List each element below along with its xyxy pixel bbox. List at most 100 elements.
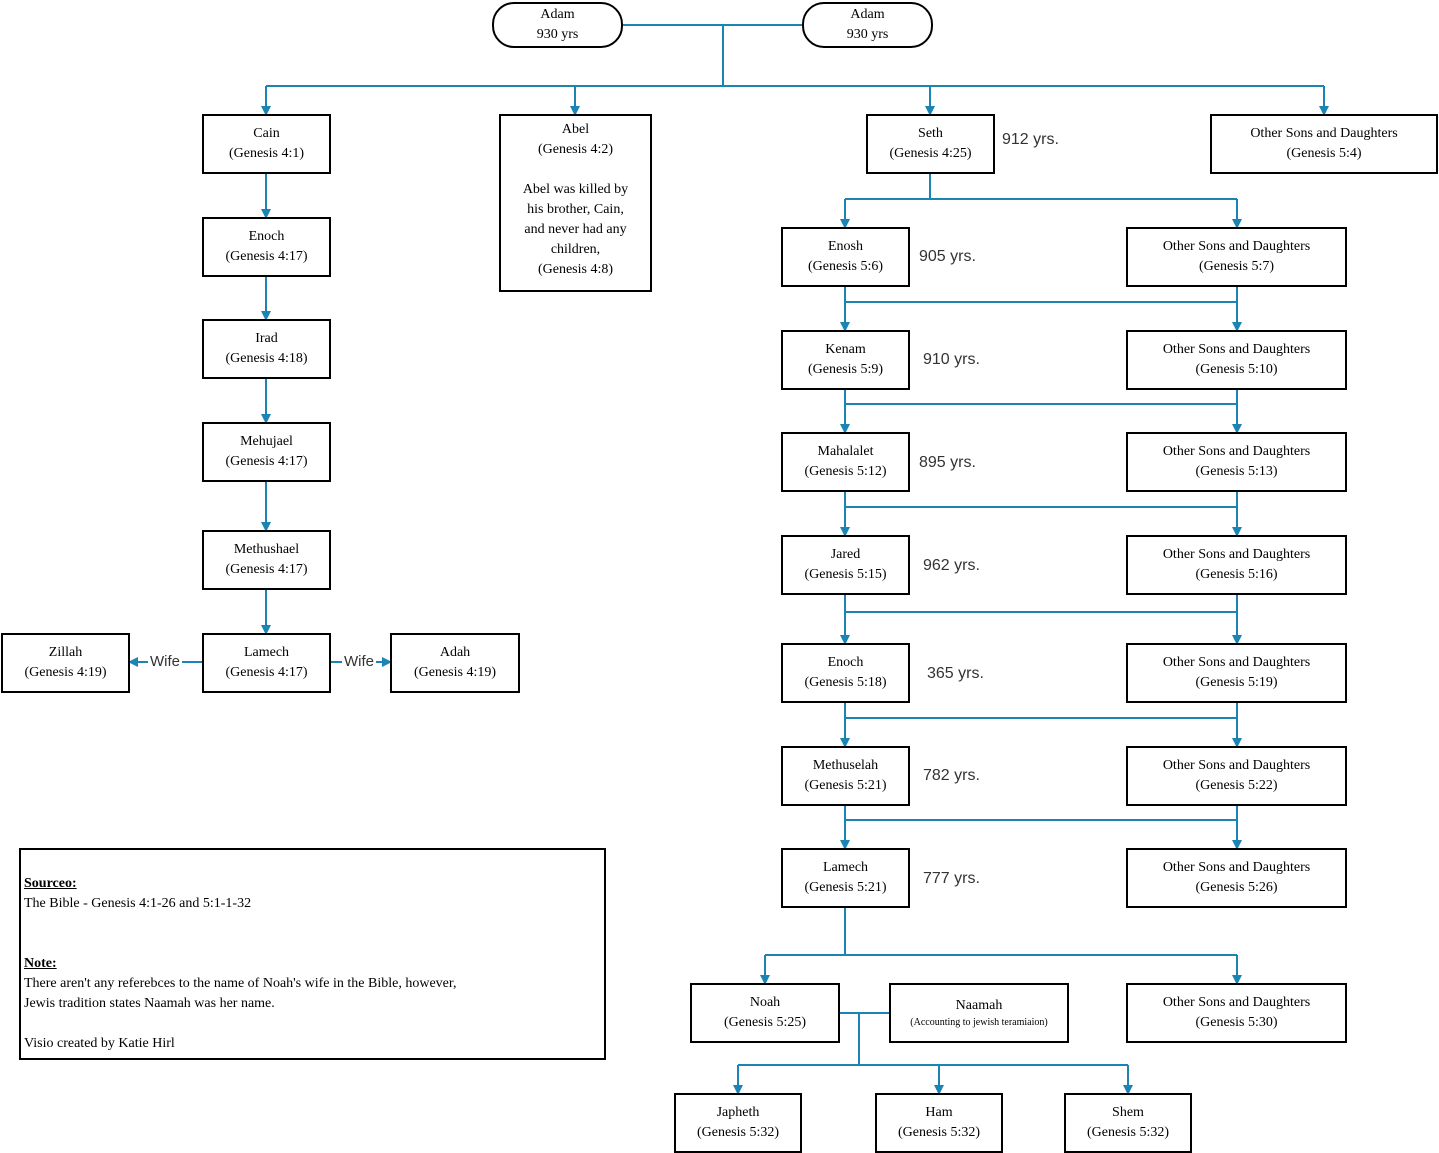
noah-node: Noah (Genesis 5:25) <box>690 983 840 1043</box>
node-name: Shem <box>1112 1105 1144 1120</box>
node-ref: (Genesis 5:10) <box>1195 362 1278 377</box>
cain-node: Cain (Genesis 4:1) <box>202 114 331 174</box>
node-name: Irad <box>255 331 278 346</box>
abel-note-line: children, <box>550 242 601 257</box>
other-sons-daughters-node: Other Sons and Daughters (Genesis 5:10) <box>1126 330 1347 390</box>
jared-node: Jared (Genesis 5:15) <box>781 535 910 595</box>
adam-node-right: Adam 930 yrs <box>802 2 933 48</box>
ham-node: Ham (Genesis 5:32) <box>875 1093 1003 1153</box>
other-sons-daughters-node: Other Sons and Daughters (Genesis 5:26) <box>1126 848 1347 908</box>
node-ref: (Genesis 4:19) <box>24 665 107 680</box>
node-ref: (Genesis 5:22) <box>1195 778 1278 793</box>
node-ref: (Genesis 5:21) <box>804 778 887 793</box>
node-ref: (Genesis 5:6) <box>807 259 884 274</box>
node-name: Mahalalet <box>817 444 874 459</box>
shem-node: Shem (Genesis 5:32) <box>1064 1093 1192 1153</box>
lamech-seth-years: 777 yrs. <box>923 870 980 887</box>
node-ref: (Genesis 5:7) <box>1198 259 1275 274</box>
seth-years: 912 yrs. <box>1002 131 1059 148</box>
node-ref: (Genesis 4:17) <box>225 454 308 469</box>
node-name: Other Sons and Daughters <box>1162 444 1311 459</box>
japheth-node: Japheth (Genesis 5:32) <box>674 1093 802 1153</box>
node-name: Mehujael <box>240 434 293 449</box>
mehujael-node: Mehujael (Genesis 4:17) <box>202 422 331 482</box>
node-name: Other Sons and Daughters <box>1162 655 1311 670</box>
node-name: Cain <box>253 126 280 141</box>
node-ref: (Genesis 4:17) <box>225 665 308 680</box>
other-sons-daughters-node: Other Sons and Daughters (Genesis 5:22) <box>1126 746 1347 806</box>
methushael-node: Methushael (Genesis 4:17) <box>202 530 331 590</box>
enosh-node: Enosh (Genesis 5:6) <box>781 227 910 287</box>
source-notes-box: Sourceo: The Bible - Genesis 4:1-26 and … <box>19 848 606 1060</box>
node-ref: (Genesis 4:2) <box>537 142 614 157</box>
node-name: Lamech <box>822 860 869 875</box>
node-name: Kenam <box>825 342 866 357</box>
node-ref: (Genesis 4:19) <box>413 665 497 680</box>
kenam-years: 910 yrs. <box>923 351 980 368</box>
node-ref: (Genesis 4:25) <box>889 146 972 161</box>
node-name: Other Sons and Daughters <box>1250 126 1398 141</box>
node-name: Noah <box>749 995 781 1010</box>
enoch-cain-node: Enoch (Genesis 4:17) <box>202 217 331 277</box>
other-sons-daughters-node: Other Sons and Daughters (Genesis 5:7) <box>1126 227 1347 287</box>
node-name: Lamech <box>243 645 290 660</box>
node-ref: (Genesis 4:18) <box>225 351 308 366</box>
node-name: Naamah <box>955 998 1003 1013</box>
node-ref: (Genesis 5:32) <box>1086 1125 1170 1140</box>
irad-node: Irad (Genesis 4:18) <box>202 319 331 379</box>
node-name: Enoch <box>827 655 864 670</box>
note-line: There aren't any referebces to the name … <box>24 976 457 991</box>
wife-label-right: Wife <box>342 653 376 671</box>
abel-note-line: Abel was killed by <box>522 182 629 197</box>
node-name: Other Sons and Daughters <box>1162 342 1311 357</box>
node-name: Abel <box>561 122 590 137</box>
adah-node: Adah (Genesis 4:19) <box>390 633 520 693</box>
node-ref: (Genesis 5:18) <box>804 675 887 690</box>
node-ref: (Genesis 4:17) <box>225 562 308 577</box>
node-name: Other Sons and Daughters <box>1162 860 1311 875</box>
node-ref: (Genesis 5:4) <box>1286 146 1362 161</box>
node-ref: (Genesis 5:12) <box>804 464 887 479</box>
node-ref: (Genesis 5:13) <box>1195 464 1278 479</box>
credit-text: Visio created by Katie Hirl <box>24 1036 175 1051</box>
node-name: Adam <box>540 7 575 22</box>
source-header: Sourceo: <box>24 876 77 891</box>
node-name: Other Sons and Daughters <box>1162 758 1311 773</box>
node-name: Methuselah <box>812 758 879 773</box>
node-name: Adah <box>439 645 471 660</box>
other-sons-daughters-node: Other Sons and Daughters (Genesis 5:19) <box>1126 643 1347 703</box>
node-ref: (Genesis 4:1) <box>228 146 305 161</box>
node-years: 930 yrs <box>536 27 579 42</box>
node-ref: (Genesis 5:32) <box>696 1125 780 1140</box>
node-ref: (Genesis 5:15) <box>804 567 887 582</box>
node-name: Other Sons and Daughters <box>1162 995 1311 1010</box>
kenam-node: Kenam (Genesis 5:9) <box>781 330 910 390</box>
node-ref: (Genesis 5:26) <box>1195 880 1278 895</box>
node-ref: (Genesis 5:19) <box>1195 675 1278 690</box>
node-ref: (Genesis 5:25) <box>723 1015 807 1030</box>
node-name: Methushael <box>233 542 300 557</box>
note-header: Note: <box>24 956 57 971</box>
node-note: (Accounting to jewish teramiaion) <box>910 1017 1048 1028</box>
source-text: The Bible - Genesis 4:1-26 and 5:1-1-32 <box>24 896 252 911</box>
node-name: Jared <box>830 547 861 562</box>
naamah-node: Naamah (Accounting to jewish teramiaion) <box>889 983 1069 1043</box>
enoch-seth-years: 365 yrs. <box>927 665 984 682</box>
lamech-cain-node: Lamech (Genesis 4:17) <box>202 633 331 693</box>
node-name: Japheth <box>716 1105 760 1120</box>
node-ref: (Genesis 5:16) <box>1195 567 1278 582</box>
node-name: Enosh <box>828 239 863 254</box>
node-name: Enoch <box>248 229 285 244</box>
node-ref: (Genesis 5:30) <box>1195 1015 1278 1030</box>
node-ref: (Genesis 4:17) <box>225 249 308 264</box>
seth-node: Seth (Genesis 4:25) <box>866 114 995 174</box>
methuselah-node: Methuselah (Genesis 5:21) <box>781 746 910 806</box>
node-name: Other Sons and Daughters <box>1162 239 1311 254</box>
other-sons-daughters-node: Other Sons and Daughters (Genesis 5:30) <box>1126 983 1347 1043</box>
jared-years: 962 yrs. <box>923 557 980 574</box>
node-name: Adam <box>850 7 885 22</box>
abel-note-line: and never had any <box>524 222 627 237</box>
lamech-seth-node: Lamech (Genesis 5:21) <box>781 848 910 908</box>
enosh-years: 905 yrs. <box>919 248 976 265</box>
